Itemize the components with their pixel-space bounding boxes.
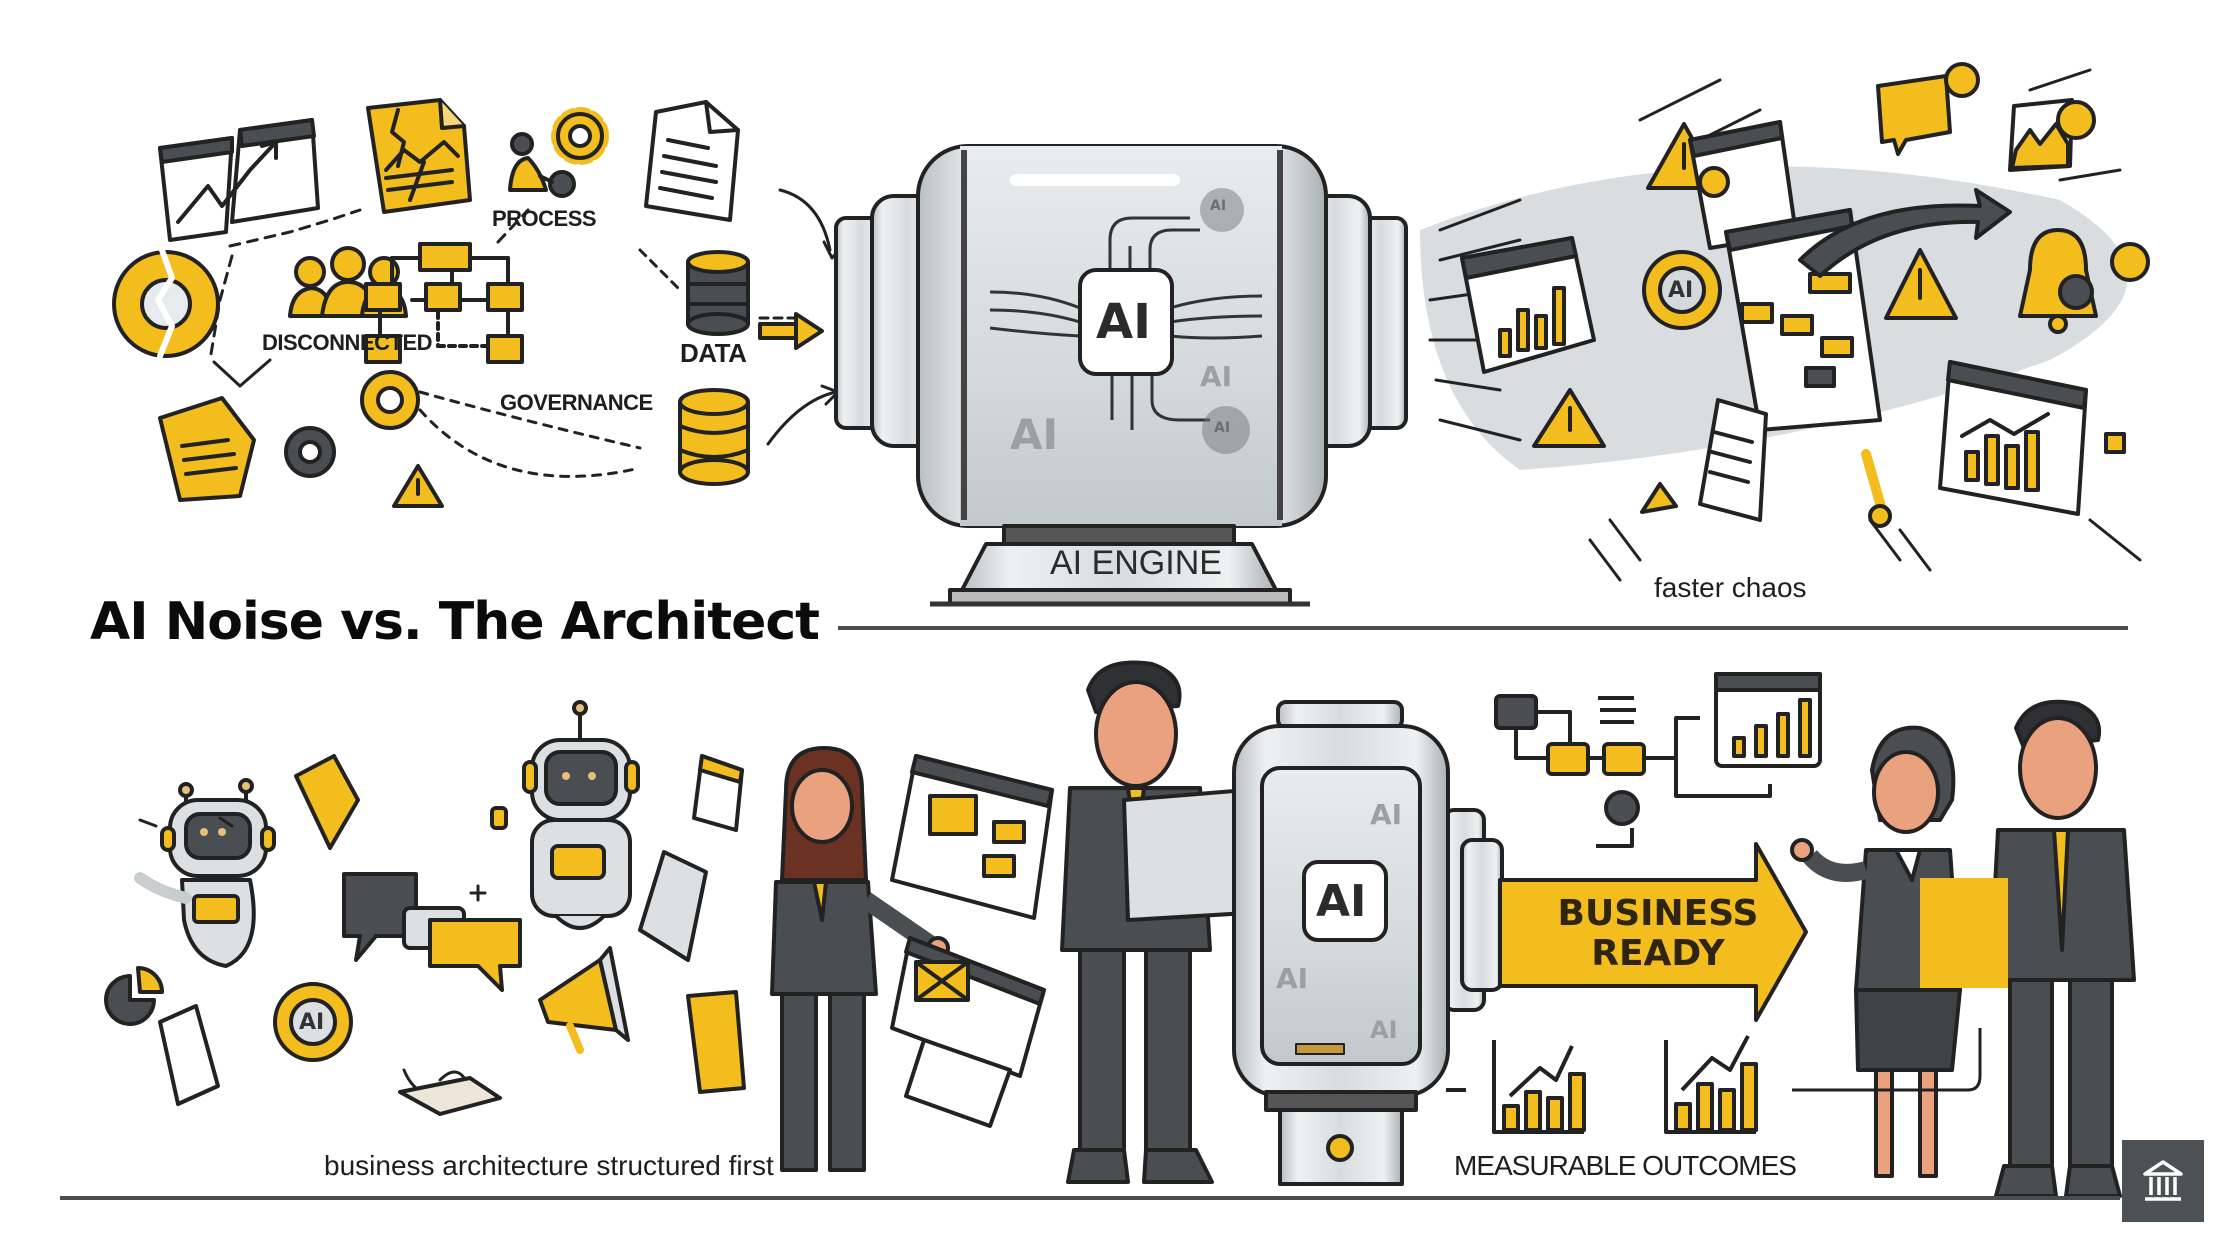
chaos-gear-label: AI xyxy=(1668,278,1694,303)
wrench-icon xyxy=(1861,449,1892,528)
business-ready-line2: READY xyxy=(1591,933,1725,974)
label-governance: GOVERNANCE xyxy=(500,390,653,415)
bar-chart-window-icon xyxy=(1938,360,2088,516)
top-right-chaos xyxy=(1420,62,2150,582)
flowchart-icon xyxy=(364,242,524,364)
growth-chart-icon xyxy=(1664,1035,1758,1134)
growth-chart-icon xyxy=(1492,1040,1586,1134)
caption-measurable-outcomes: MEASURABLE OUTCOMES xyxy=(1454,1150,1797,1181)
wireframe-window-icon xyxy=(890,936,1046,1128)
bar-chart-window-icon xyxy=(1714,672,1822,768)
label-process: PROCESS xyxy=(492,206,597,231)
document-icon xyxy=(294,754,360,850)
gear-icon xyxy=(284,426,336,478)
business-ready-line1: BUSINESS xyxy=(1557,893,1759,934)
document-icon xyxy=(692,754,744,832)
business-ready-flow xyxy=(1446,672,2008,1134)
engine-bottom-faded-label: AI xyxy=(1370,798,1403,831)
page-title: AI Noise vs. The Architect xyxy=(90,592,820,652)
caption-business-architecture: business architecture structured first xyxy=(324,1150,774,1181)
cracked-document-icon xyxy=(366,98,472,214)
institution-button[interactable] xyxy=(2122,1140,2204,1222)
label-disconnected: DISCONNECTED xyxy=(262,330,433,355)
gear-ai-label: AI xyxy=(299,1010,325,1035)
caption-faster-chaos: faster chaos xyxy=(1654,572,1807,603)
alert-bubble-icon xyxy=(1876,62,1980,156)
section-divider xyxy=(838,626,2128,630)
ai-gear-icon xyxy=(1642,250,1722,330)
engine-faded-label: AI xyxy=(1210,198,1227,214)
ai-gear-icon xyxy=(273,982,353,1062)
broken-chart-window-icon xyxy=(158,118,320,242)
label-data: DATA xyxy=(680,338,747,368)
gear-icon xyxy=(360,370,420,430)
warning-icon xyxy=(1884,248,1958,320)
database-icon xyxy=(686,250,750,336)
engine-base-label: AI ENGINE xyxy=(1050,544,1222,582)
bar-chart-window-icon xyxy=(1460,236,1596,374)
flow-diagram-icon xyxy=(1494,694,1772,848)
top-left-cluster xyxy=(112,98,846,508)
chat-bubbles-icon xyxy=(342,872,522,992)
engine-faded-label: AI xyxy=(1010,410,1059,459)
business-ready-label: BUSINESS READY xyxy=(1548,894,1768,974)
wireframe-window-icon xyxy=(890,754,1054,920)
robot-icon xyxy=(490,700,640,930)
institution-icon xyxy=(2143,1160,2183,1201)
broken-window-icon xyxy=(1724,208,1882,432)
ai-engine-top xyxy=(834,144,1408,607)
bell-alert-icon xyxy=(2018,228,2150,334)
robot-icon xyxy=(134,778,276,968)
bottom-left-cluster xyxy=(104,700,746,1116)
document-icon xyxy=(1698,398,1768,522)
person-man-right xyxy=(1988,699,2136,1198)
alert-window-icon xyxy=(2008,98,2096,172)
pie-chart-icon xyxy=(104,966,164,1026)
document-icon xyxy=(158,396,256,502)
engine-bottom-faded-label: AI xyxy=(1276,962,1309,995)
document-icon xyxy=(158,1004,220,1106)
engine-chip-label: AI xyxy=(1096,294,1152,350)
ground-line xyxy=(60,1196,2120,1200)
broken-gear-icon xyxy=(112,247,220,359)
warning-icon xyxy=(392,464,444,508)
engine-faded-label: AI xyxy=(1214,420,1231,436)
document-icon xyxy=(638,850,708,962)
person-woman-left xyxy=(770,746,950,1172)
document-icon xyxy=(644,100,740,222)
document-icon xyxy=(686,990,746,1094)
arrow-right-icon xyxy=(758,312,824,350)
warning-icon xyxy=(1532,388,1606,448)
engine-faded-label: AI xyxy=(1200,360,1233,393)
megaphone-icon xyxy=(538,946,630,1054)
ai-engine-bottom xyxy=(1232,700,1504,1186)
person-man-center xyxy=(1060,660,1214,1184)
engine-bottom-chip-label: AI xyxy=(1316,876,1367,927)
engine-bottom-faded-label: AI xyxy=(1370,1016,1398,1044)
database-icon xyxy=(678,388,750,486)
person-gear-icon xyxy=(508,107,609,198)
